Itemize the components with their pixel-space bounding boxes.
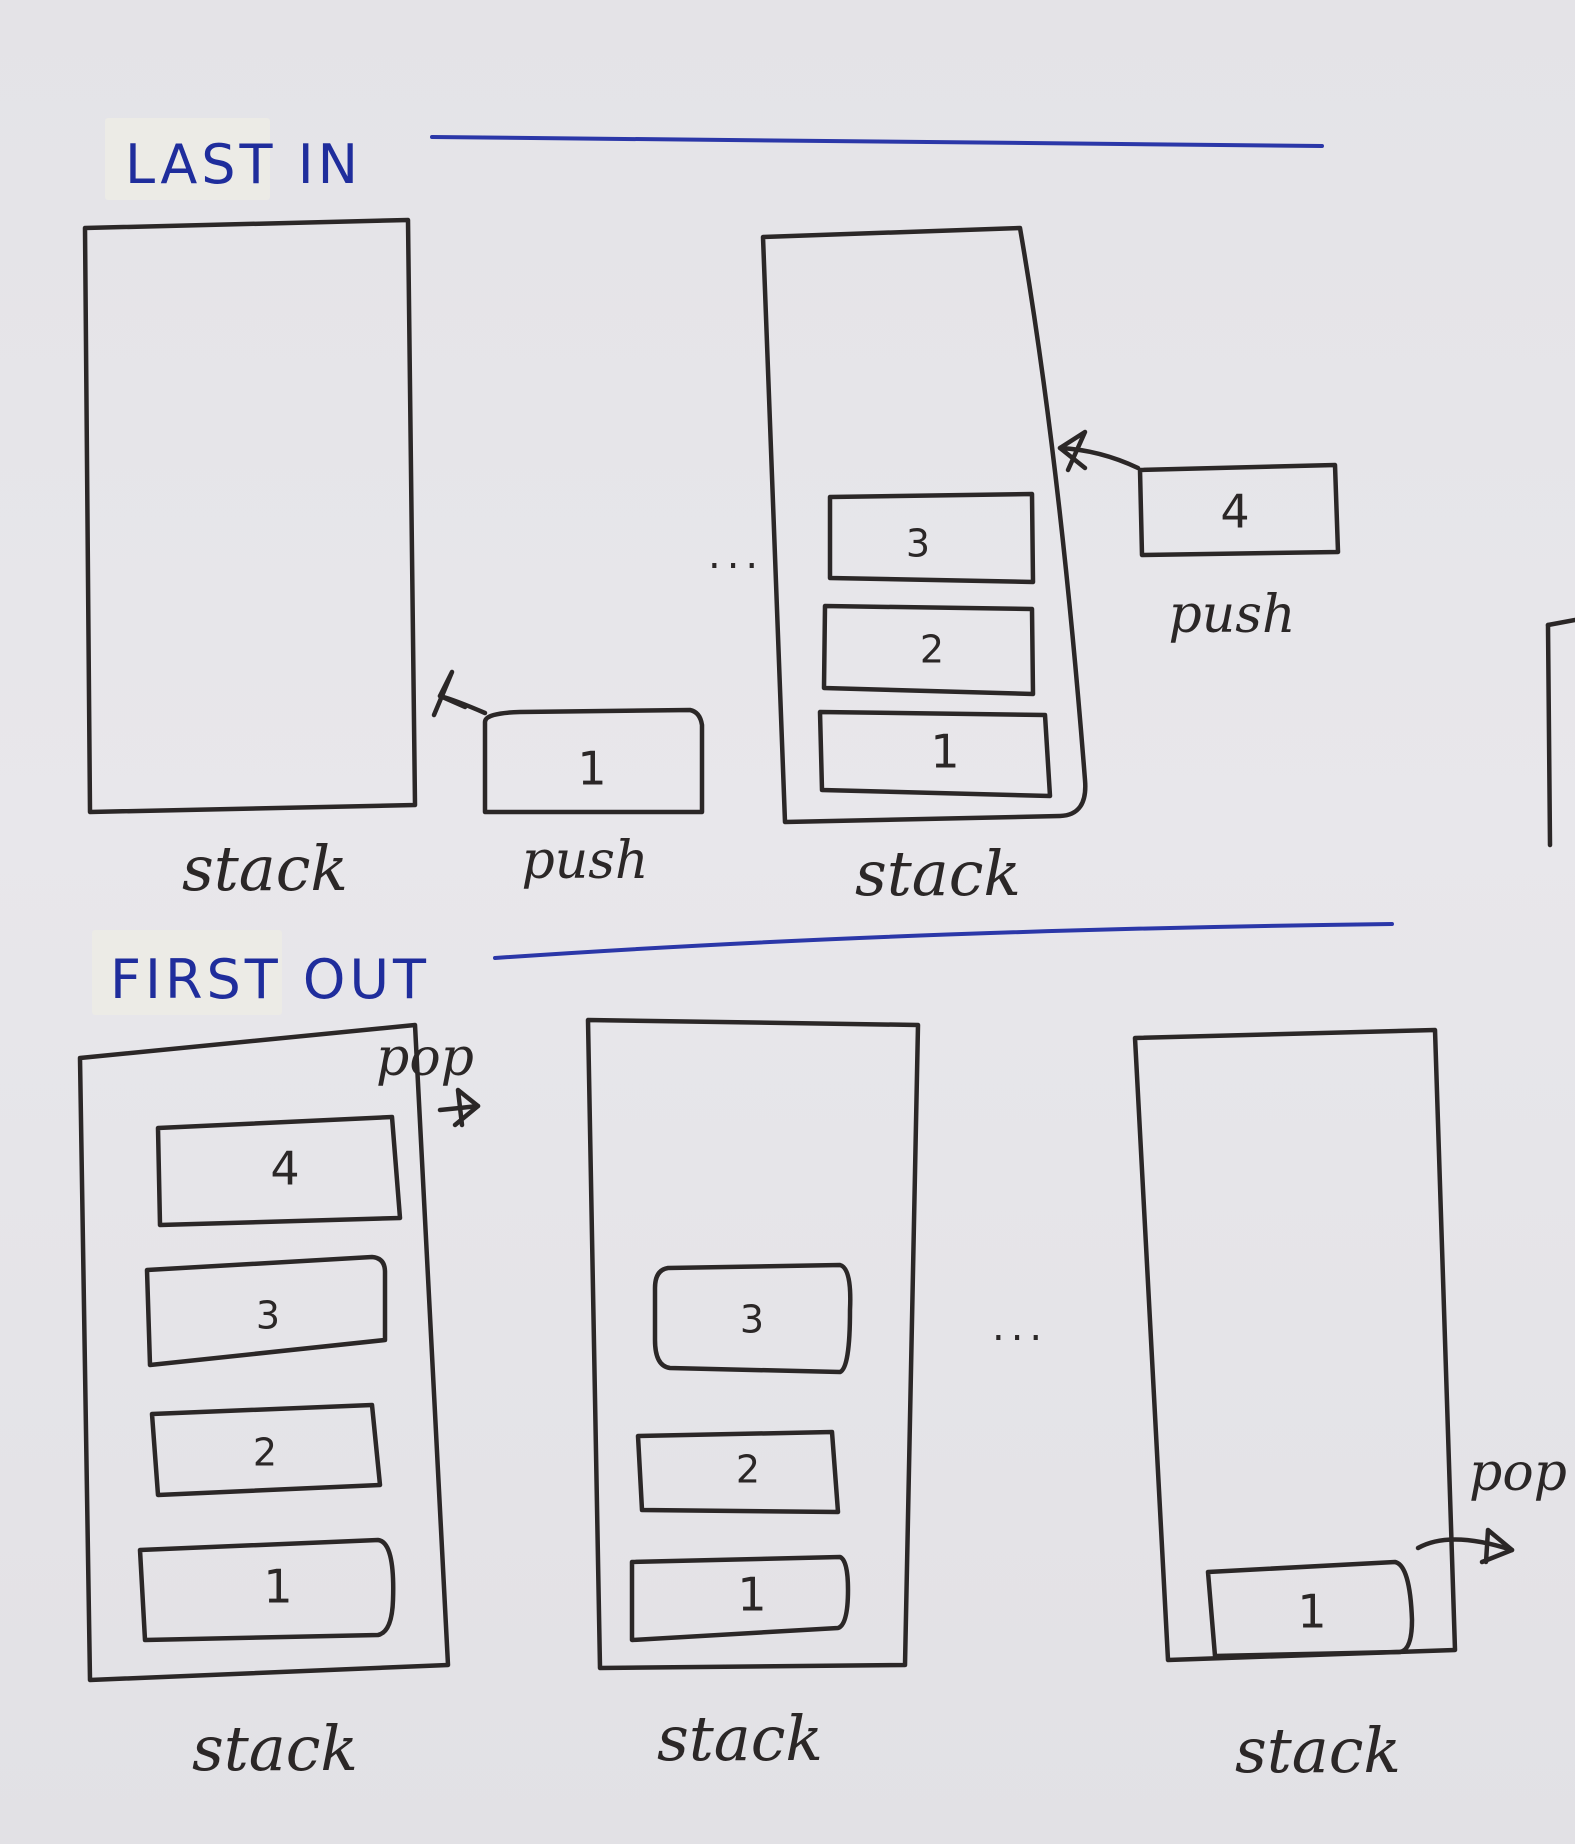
pop-arrow — [1415, 1537, 1515, 1553]
stack-label: stack — [192, 1712, 358, 1785]
ellipsis: ... — [708, 532, 764, 578]
push-arrow — [1057, 445, 1141, 471]
element-value-4: 4 — [270, 1142, 299, 1196]
arrow-head-icon — [452, 1087, 481, 1128]
pop-label: pop — [376, 1028, 474, 1088]
element-box — [1137, 462, 1341, 558]
heading-last-in: LAST IN — [125, 133, 362, 196]
stack-label: stack — [182, 832, 348, 905]
element-value-1: 1 — [737, 1568, 766, 1622]
arrow-head-icon — [1057, 429, 1088, 473]
full-stack-pop-4: 4 3 2 1 stack pop — [77, 1022, 481, 1785]
element-value: 4 — [1220, 485, 1249, 539]
element-box-1 — [1205, 1559, 1415, 1659]
stack-label: stack — [657, 1702, 823, 1775]
pop-label: pop — [1469, 1443, 1567, 1503]
element-box-3 — [827, 491, 1036, 585]
element-box-3 — [144, 1254, 388, 1368]
element-value: 1 — [577, 742, 606, 796]
tape-strip — [92, 930, 282, 1015]
stack-container — [77, 1022, 451, 1683]
push-element-1: 1 push — [431, 669, 705, 891]
tape-strip — [105, 118, 270, 200]
push-label: push — [1169, 585, 1296, 645]
stack-with-3-elements: 3 2 1 stack — [760, 225, 1088, 910]
element-value-3: 3 — [906, 522, 930, 566]
stack-with-3-elements: 3 2 1 stack — [585, 1017, 921, 1775]
element-value-1: 1 — [1297, 1585, 1326, 1639]
divider-line-bottom — [493, 922, 1394, 960]
element-value-1: 1 — [263, 1560, 292, 1614]
stack-container — [1132, 1027, 1458, 1663]
element-value-3: 3 — [740, 1298, 764, 1342]
stack-label: stack — [1235, 1714, 1401, 1787]
element-box-1 — [137, 1537, 396, 1643]
element-box-1 — [817, 709, 1053, 799]
element-box-2 — [635, 1429, 841, 1515]
element-value-2: 2 — [736, 1448, 760, 1492]
empty-stack: stack — [82, 217, 418, 905]
stack-container — [760, 225, 1088, 825]
divider-line-top — [430, 135, 1324, 148]
element-value-2: 2 — [920, 628, 944, 672]
ellipsis: ... — [992, 1304, 1048, 1350]
stack-container — [585, 1017, 921, 1671]
push-label: push — [522, 831, 649, 891]
element-box-3 — [652, 1262, 853, 1375]
element-box-1 — [629, 1554, 851, 1643]
first-out-section: FIRST OUT 4 3 2 1 stack pop 3 2 1 — [77, 922, 1567, 1787]
last-in-section: LAST IN stack 1 push ... 3 2 1 stack — [82, 118, 1575, 910]
edge-fragment — [1545, 617, 1575, 628]
stack-label: stack — [855, 837, 1021, 910]
arrow-head-icon — [1479, 1527, 1515, 1565]
heading-first-out: FIRST OUT — [110, 948, 430, 1011]
element-value-3: 3 — [256, 1294, 280, 1338]
element-box-2 — [821, 603, 1036, 697]
element-value-2: 2 — [253, 1431, 277, 1475]
element-box-4 — [155, 1114, 403, 1228]
stack-container — [82, 217, 418, 815]
element-box — [482, 707, 705, 815]
element-box-2 — [149, 1402, 383, 1498]
arrow-head-icon — [431, 669, 468, 718]
push-element-4: 4 push — [1057, 429, 1341, 645]
element-value-1: 1 — [930, 725, 959, 779]
stack-with-1-element-pop: 1 stack pop — [1132, 1027, 1567, 1787]
edge-fragment — [1545, 622, 1553, 848]
